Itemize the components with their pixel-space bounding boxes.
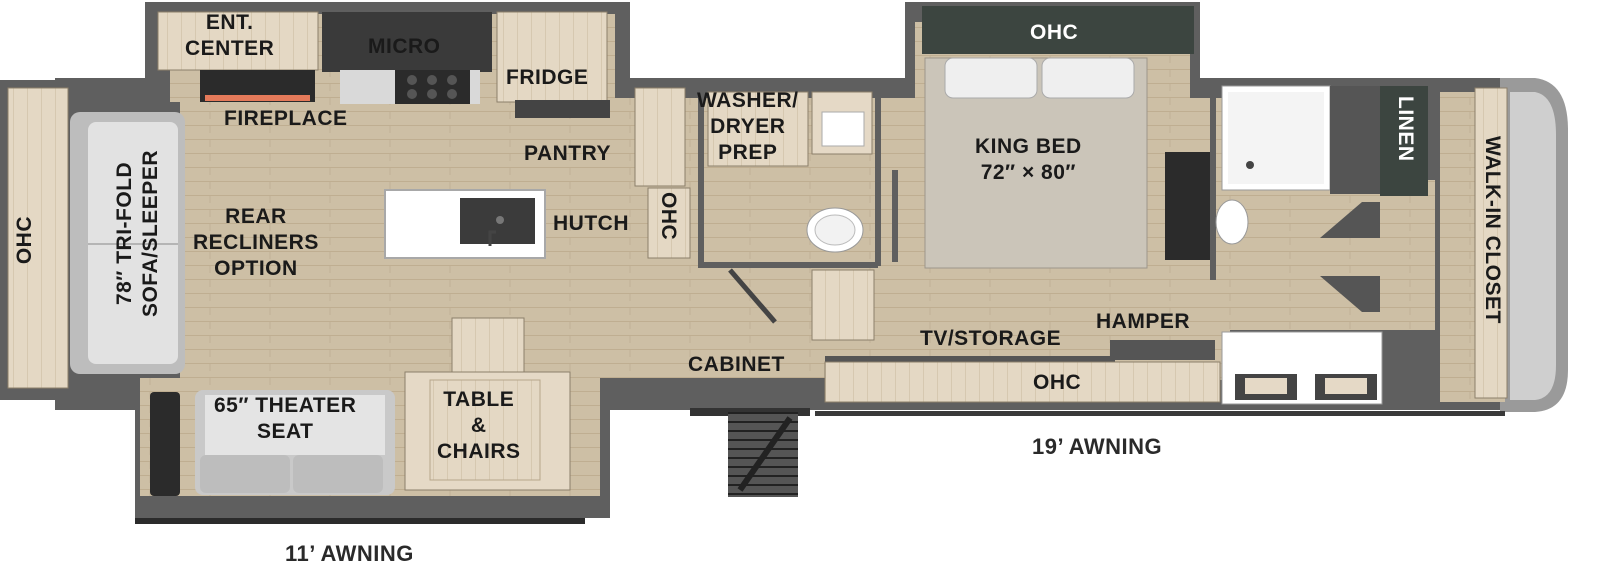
vanity-sinks — [1221, 331, 1383, 405]
hutch-label: HUTCH — [553, 212, 629, 235]
entry-cabinet — [811, 269, 875, 341]
rear-ohc-label: OHC — [13, 216, 36, 265]
wardrobe — [1165, 152, 1213, 260]
fridge-label: FRIDGE — [506, 66, 589, 89]
rear-awning-label: 11’ AWNING — [285, 541, 414, 566]
awning-front-line — [815, 411, 1505, 416]
dinette-table — [404, 317, 571, 491]
front-ohc-label: OHC — [1033, 371, 1082, 394]
fireplace-label: FIREPLACE — [224, 107, 348, 130]
front-ohc-cabinet — [824, 361, 1221, 403]
linen-cabinet — [1380, 86, 1428, 196]
ent-center-label: ENT.CENTER — [185, 11, 275, 60]
pantry-cabinet — [634, 87, 686, 187]
awning-rear-line — [135, 518, 585, 524]
walkin-closet-label: WALK-IN CLOSET — [1481, 136, 1504, 324]
sofa-sleeper — [70, 112, 185, 374]
ent-center-cabinet — [157, 11, 319, 71]
cooktop — [395, 70, 470, 104]
bath-wall — [698, 88, 704, 266]
bath-door — [728, 268, 777, 324]
micro-label: MICRO — [368, 35, 441, 58]
toilet — [806, 207, 864, 253]
theater-seat — [150, 390, 395, 496]
rear-ohc-cabinet — [7, 87, 69, 389]
closet-doors — [1320, 202, 1380, 312]
entry-steps — [690, 408, 810, 497]
washer-dryer-prep — [707, 91, 809, 167]
cabinet-label: CABINET — [688, 353, 785, 376]
shower — [1221, 85, 1331, 191]
hutch-ohc-cabinet — [647, 187, 691, 259]
bedroom-ohc — [922, 6, 1194, 54]
linen-label: LINEN — [1394, 96, 1417, 162]
pantry-label: PANTRY — [524, 142, 611, 165]
king-bed — [924, 57, 1148, 269]
bath-sink — [811, 91, 873, 155]
table-label: TABLE&CHAIRS — [437, 388, 521, 463]
microwave-range — [322, 12, 492, 72]
master-toilet — [1215, 199, 1249, 245]
kitchen-island — [384, 189, 546, 259]
front-awning-label: 19’ AWNING — [1032, 434, 1163, 459]
hutch-ohc-label: OHC — [657, 192, 680, 241]
hamper-label: HAMPER — [1096, 310, 1191, 333]
bedroom-ohc-label: OHC — [1030, 21, 1079, 44]
bedroom-wall — [892, 170, 898, 262]
walkin-closet-shelf — [1474, 87, 1508, 399]
tv-storage-label: TV/STORAGE — [920, 327, 1062, 350]
